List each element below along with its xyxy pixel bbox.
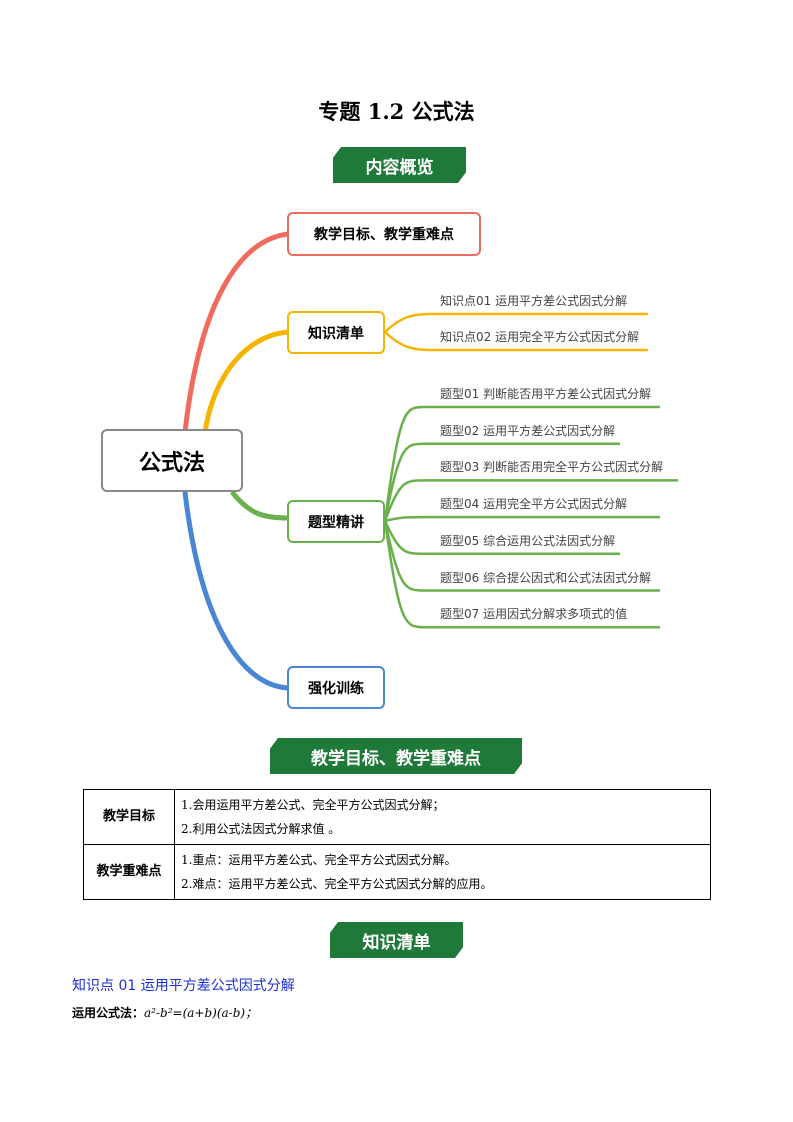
leaf-knowledge-1: 知识点01 运用平方差公式因式分解 (440, 294, 628, 308)
goals-table: 教学目标 1.会用运用平方差公式、完全平方公式因式分解； 2.利用公式法因式分解求… (83, 789, 711, 900)
leaf-knowledge-2: 知识点02 运用完全平方公式因式分解 (440, 330, 640, 344)
leaf-type-4: 题型04 运用完全平方公式因式分解 (440, 497, 628, 512)
line: 1.会用运用平方差公式、完全平方公式因式分解； (181, 798, 445, 812)
node-knowledge: 知识清单 (287, 311, 385, 354)
row-content: 1.重点：运用平方差公式、完全平方公式因式分解。 2.难点：运用平方差公式、完全平… (174, 844, 711, 900)
leaf-type-7: 题型07 运用因式分解求多项式的值 (440, 607, 628, 622)
connector-type-6 (383, 520, 660, 592)
row-content: 1.会用运用平方差公式、完全平方公式因式分解； 2.利用公式法因式分解求值 。 (174, 789, 711, 845)
connector-training (182, 491, 289, 691)
row-header: 教学重难点 (83, 844, 175, 900)
overview-banner: 内容概览 (333, 147, 466, 183)
node-training: 强化训练 (287, 666, 385, 709)
knowledge-point-heading: 知识点 01 运用平方差公式因式分解 (72, 978, 295, 994)
row-header: 教学目标 (83, 789, 175, 845)
table-row: 教学重难点 1.重点：运用平方差公式、完全平方公式因式分解。 2.难点：运用平方差… (83, 844, 711, 900)
connector-type-3 (383, 479, 678, 522)
connector-goals (182, 231, 289, 433)
connector-type-2 (383, 442, 620, 522)
formula-expr: a²-b²=(a+b)(a-b)； (144, 1006, 258, 1020)
leaf-type-1: 题型01 判断能否用平方差公式因式分解 (440, 387, 652, 401)
leaf-type-2: 题型02 运用平方差公式因式分解 (440, 423, 616, 438)
connector-knowledge (202, 329, 289, 433)
page-title: 专题 1.2 公式法 (318, 99, 475, 124)
connector-type-7 (383, 520, 660, 629)
connector-types (230, 490, 289, 521)
connector-type-4 (384, 515, 660, 523)
connector-type-1 (383, 405, 660, 522)
leaf-type-3: 题型03 判断能否用完全平方公式因式分解 (440, 460, 664, 475)
node-types: 题型精讲 (287, 500, 385, 543)
formula-line: 运用公式法：a²-b²=(a+b)(a-b)； (72, 1004, 257, 1021)
leaf-type-6: 题型06 综合提公因式和公式法因式分解 (440, 570, 652, 585)
line: 2.利用公式法因式分解求值 。 (181, 822, 341, 836)
line: 2.难点：运用平方差公式、完全平方公式因式分解的应用。 (181, 877, 493, 891)
node-goals: 教学目标、教学重难点 (287, 212, 481, 256)
line: 1.重点：运用平方差公式、完全平方公式因式分解。 (181, 853, 457, 867)
formula-label: 运用公式法： (72, 1006, 145, 1020)
mindmap-root: 公式法 (101, 429, 243, 492)
goals-banner: 教学目标、教学重难点 (270, 738, 522, 774)
knowledge-banner: 知识清单 (330, 922, 463, 958)
leaf-type-5: 题型05 综合运用公式法因式分解 (440, 533, 616, 548)
mindmap-connectors (182, 231, 678, 691)
table-row: 教学目标 1.会用运用平方差公式、完全平方公式因式分解； 2.利用公式法因式分解求… (83, 789, 711, 845)
connector-type-5 (383, 520, 620, 556)
